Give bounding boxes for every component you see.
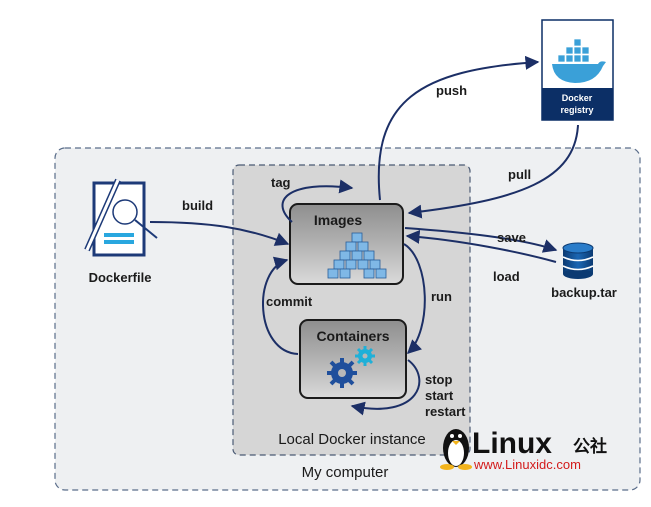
load-label: load [493,269,520,284]
registry-label-line1: Docker [562,93,593,103]
start-label: start [425,388,454,403]
save-arrow [404,227,558,253]
images-label: Images [314,212,362,228]
dockerfile-node: Dockerfile [84,178,158,285]
linuxidc-watermark: Linux 公社 www.Linuxidc.com [440,427,607,472]
docker-registry-node: Docker registry [541,19,614,121]
backup-tar-node: backup.tar [551,242,617,300]
save-label: save [497,230,526,245]
local-docker-instance-label: Local Docker instance [278,431,426,448]
my-computer-label: My computer [302,464,389,481]
dockerfile-icon [84,178,158,257]
build-label: build [182,198,213,213]
containers-node: Containers [299,319,407,399]
stop-start-restart-arrow [350,359,421,416]
gears-icon [327,346,375,388]
run-label: run [431,289,452,304]
watermark-url: www.Linuxidc.com [473,457,581,472]
database-icon [562,242,594,279]
watermark-brand: Linux [472,427,552,460]
arrows [149,55,579,416]
docker-whale-icon [552,38,606,83]
stop-label: stop [425,372,453,387]
image-layers-icon [327,232,387,279]
pull-label: pull [508,167,531,182]
restart-label: restart [425,404,466,419]
backup-tar-label: backup.tar [551,285,617,300]
commit-label: commit [266,294,313,309]
tag-arrow [281,179,354,223]
push-label: push [436,83,467,98]
registry-label-line2: registry [560,105,593,115]
dockerfile-label: Dockerfile [89,270,152,285]
push-arrow [377,55,540,201]
containers-label: Containers [316,328,389,344]
penguin-icon [440,429,472,470]
pull-arrow [407,124,579,219]
tag-label: tag [271,175,291,190]
build-arrow [149,221,290,246]
load-arrow [405,229,557,263]
watermark-brand-cn: 公社 [573,436,607,457]
run-arrow [403,243,426,354]
commit-arrow [262,256,299,355]
images-node: Images [289,203,404,285]
